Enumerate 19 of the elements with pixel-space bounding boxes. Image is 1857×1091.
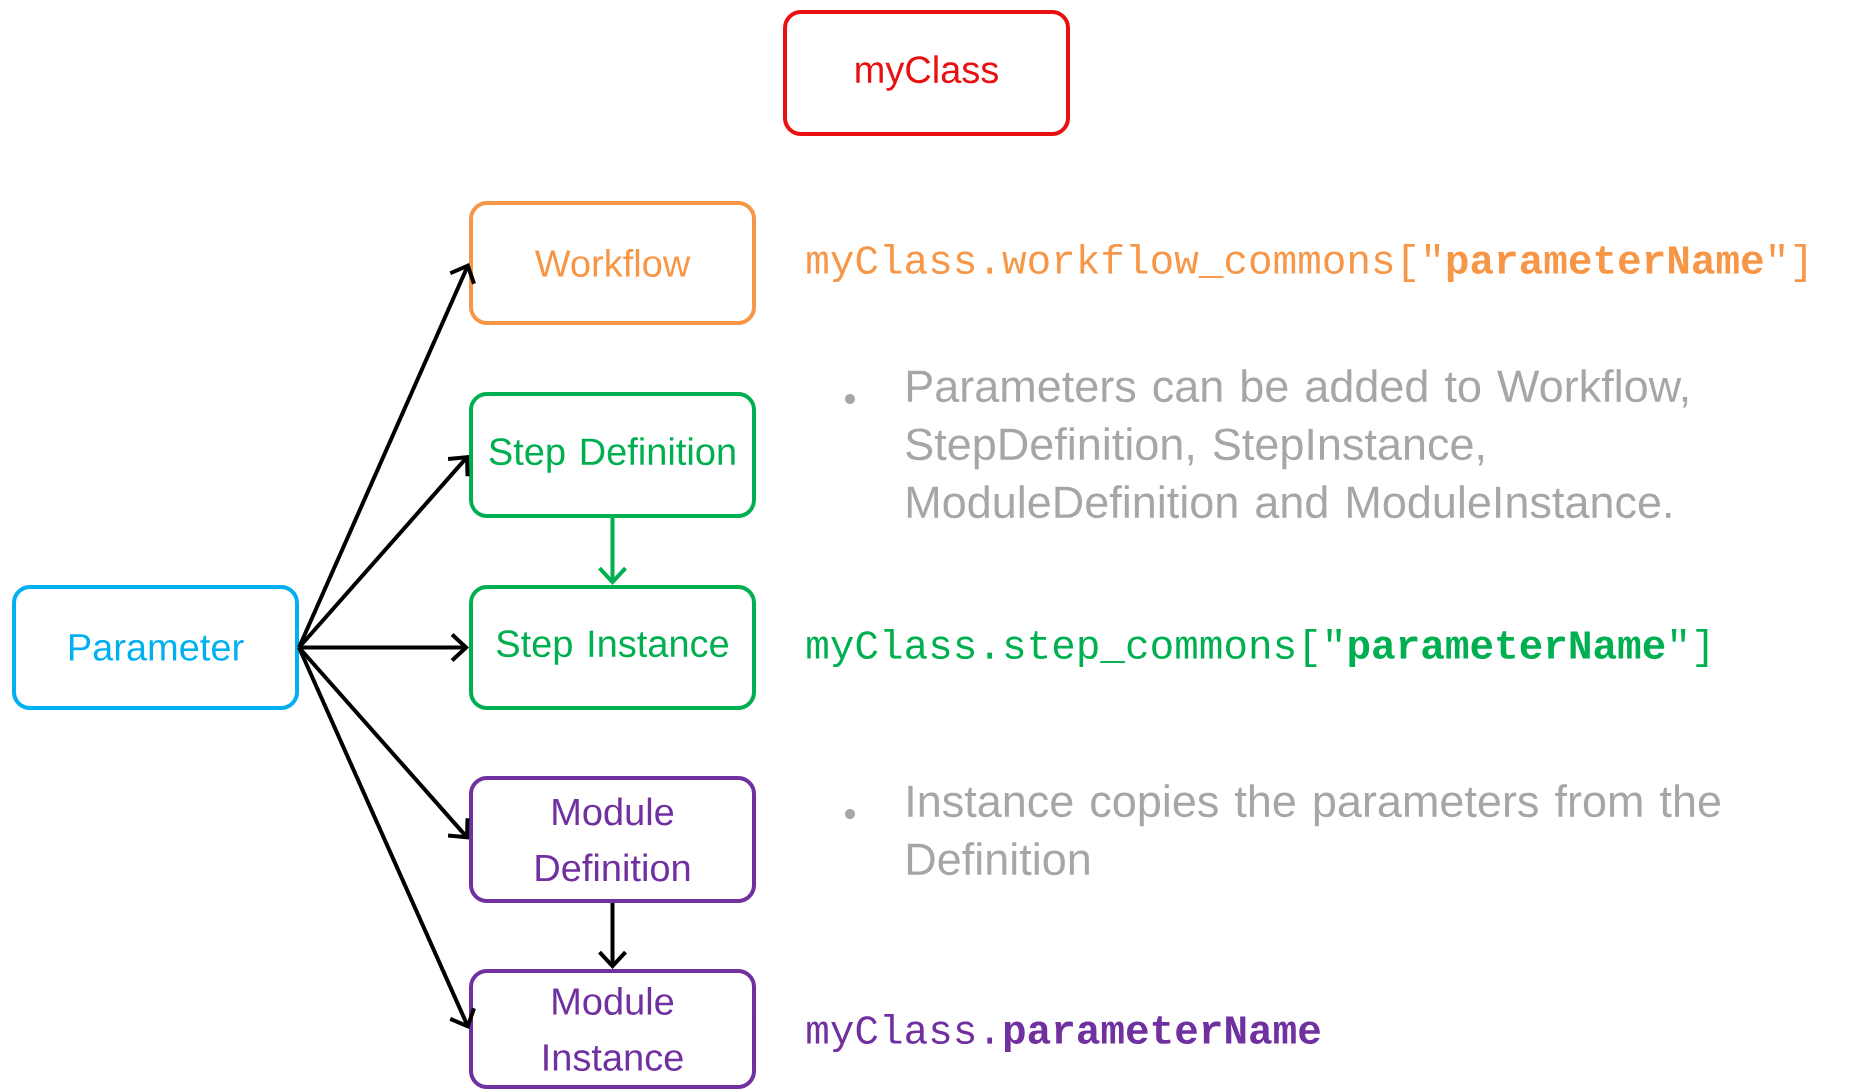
- bullet-text: Parameters can be added to Workflow, StepDefinition, StepInstance, ModuleDefinition and ModuleInstance.: [906, 369, 1688, 519]
- bullet-text: Instance copies the parameters from the Definition: [907, 784, 1720, 876]
- code-line: myClass.workflow_commons["parameterName"]: [807, 243, 1806, 283]
- process-box: Workflow: [469, 201, 756, 325]
- process-box: Module Definition: [469, 776, 756, 903]
- arrow: [299, 633, 469, 662]
- arrow: [297, 646, 476, 1029]
- process-box: Module Instance: [469, 969, 756, 1089]
- process-box: Step Instance: [469, 585, 756, 710]
- arrow: [598, 518, 627, 585]
- code-line: myClass.parameterName: [807, 1013, 1320, 1053]
- arrow: [598, 903, 627, 969]
- parameter-box: Parameter: [12, 585, 299, 710]
- arrow: [297, 455, 470, 649]
- arrow: [297, 263, 476, 649]
- process-box: Step Definition: [469, 392, 756, 518]
- class-box: myClass: [783, 10, 1070, 136]
- arrow: [297, 646, 470, 840]
- code-line: myClass.step_commons["parameterName"]: [807, 628, 1708, 668]
